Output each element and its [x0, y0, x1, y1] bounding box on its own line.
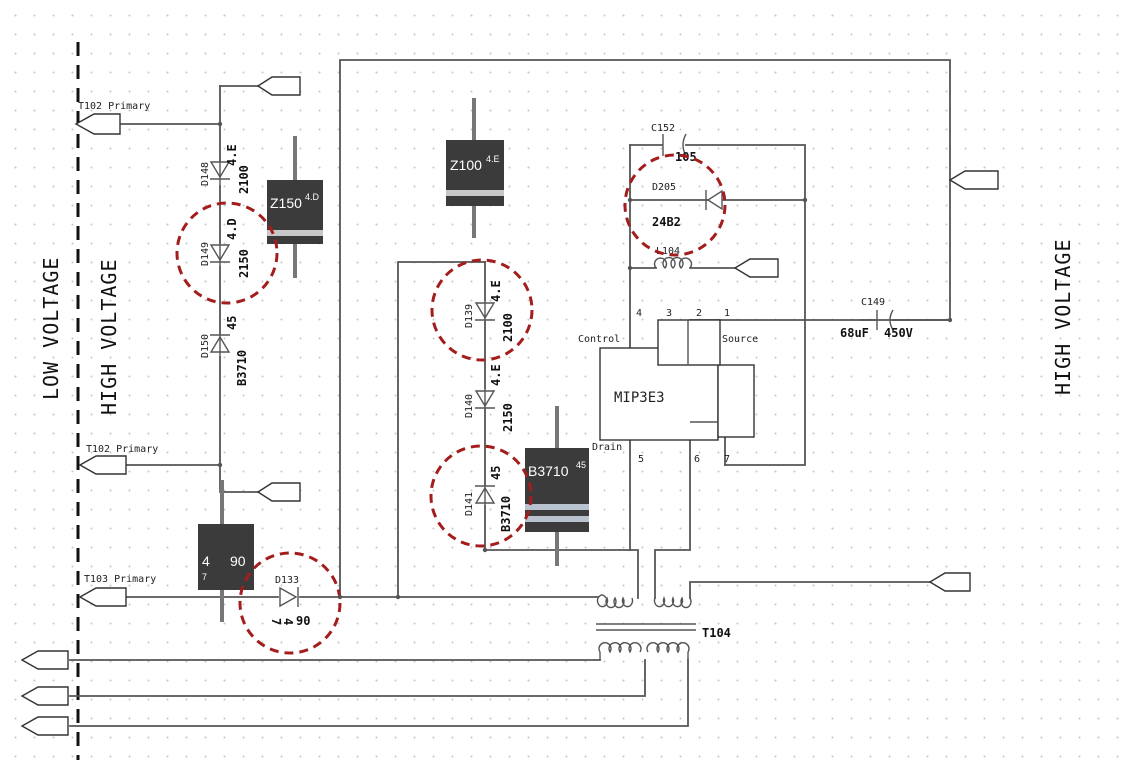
d133-ref: D133: [275, 575, 299, 586]
z150-name: Z150: [270, 195, 302, 211]
d148-code: 4.E: [225, 144, 239, 166]
c149-value-a: 68uF: [840, 326, 869, 340]
port-label-t102-mid: T102 Primary: [86, 444, 158, 455]
d139-value: 2100: [501, 313, 515, 342]
d141-value: B3710: [499, 496, 513, 532]
d140-ref: D140: [464, 394, 475, 418]
ic-source-label: Source: [722, 334, 758, 345]
d139-ref: D139: [464, 304, 475, 328]
d149-ref: D149: [200, 242, 211, 266]
ic-pin-1: 1: [724, 308, 730, 319]
package-z100: [446, 98, 504, 238]
ic-region-wires: [629, 144, 951, 599]
highlight-d133: [238, 551, 342, 655]
highlight-d149: [175, 201, 279, 305]
c149-ref: C149: [861, 297, 885, 308]
highlight-circles: [175, 153, 727, 655]
b3710-sup: 45: [576, 460, 586, 470]
p90-left-sub: 7: [202, 572, 207, 582]
t104-ref: T104: [702, 626, 731, 640]
diode-d133: [279, 586, 299, 608]
capacitor-c149: [876, 309, 894, 331]
d148-value: 2100: [237, 165, 251, 194]
ic-pin-6: 6: [694, 454, 700, 465]
ic-drain-label: Drain: [592, 442, 622, 453]
diode-d139: [474, 300, 496, 322]
ic-mip3e3: [599, 319, 755, 441]
highlight-d141: [429, 444, 533, 548]
b3710-name: B3710: [528, 463, 569, 479]
d139-code: 4.E: [489, 280, 503, 302]
d205-ref: D205: [652, 182, 676, 193]
low-voltage-label: LOW VOLTAGE: [39, 257, 63, 400]
l104-ref: L104: [656, 246, 680, 257]
ic-pin-5: 5: [638, 454, 644, 465]
package-b3710: [525, 406, 589, 566]
c149-value-b: 450V: [884, 326, 913, 340]
diode-d149: [209, 243, 231, 267]
high-voltage-right-label: HIGH VOLTAGE: [1051, 239, 1075, 396]
ic-name: MIP3E3: [614, 390, 665, 406]
highlight-d205: [623, 153, 727, 257]
diode-d205: [705, 189, 723, 211]
z100-sup: 4.E: [486, 154, 500, 164]
ic-control-label: Control: [578, 334, 620, 345]
p90-left: 4: [202, 553, 210, 569]
p90-right: 90: [230, 553, 246, 569]
net-flags: [20, 76, 999, 736]
d133-code-a: 4: [281, 618, 295, 625]
d141-code: 45: [489, 466, 503, 480]
ic-pin-4: 4: [636, 308, 642, 319]
d150-ref: D150: [200, 334, 211, 358]
junction-dots: [217, 121, 953, 600]
d150-code: 45: [225, 316, 239, 330]
ic-pin-7: 7: [724, 454, 730, 465]
d148-ref: D148: [200, 162, 211, 186]
d140-value: 2150: [501, 403, 515, 432]
d140-code: 4.E: [489, 364, 503, 386]
diode-d148: [209, 160, 231, 186]
ic-pin-2: 2: [696, 308, 702, 319]
port-label-t103: T103 Primary: [84, 574, 156, 585]
diode-d150: [209, 333, 231, 357]
c152-ref: C152: [651, 123, 675, 134]
high-voltage-left-label: HIGH VOLTAGE: [97, 259, 121, 416]
d150-value: B3710: [235, 350, 249, 386]
d133-value: 90: [296, 614, 310, 628]
z100-name: Z100: [450, 157, 482, 173]
highlight-d139: [430, 258, 534, 362]
d149-value: 2150: [237, 249, 251, 278]
d205-value: 24B2: [652, 215, 681, 229]
transformer-t104: [596, 594, 696, 660]
port-label-t102-top: T102 Primary: [78, 101, 150, 112]
diode-d140: [474, 388, 496, 410]
diode-d141: [474, 484, 496, 506]
ic-pin-3: 3: [666, 308, 672, 319]
capacitor-c152: [662, 133, 687, 157]
d149-code: 4.D: [225, 218, 239, 240]
package-90: [198, 480, 254, 622]
d133-code-b: 7: [269, 618, 283, 625]
package-z150: [267, 136, 323, 278]
z150-sup: 4.D: [305, 192, 320, 202]
transformer-wires: [69, 581, 931, 727]
inductor-l104: [653, 256, 693, 269]
d141-ref: D141: [464, 492, 475, 516]
